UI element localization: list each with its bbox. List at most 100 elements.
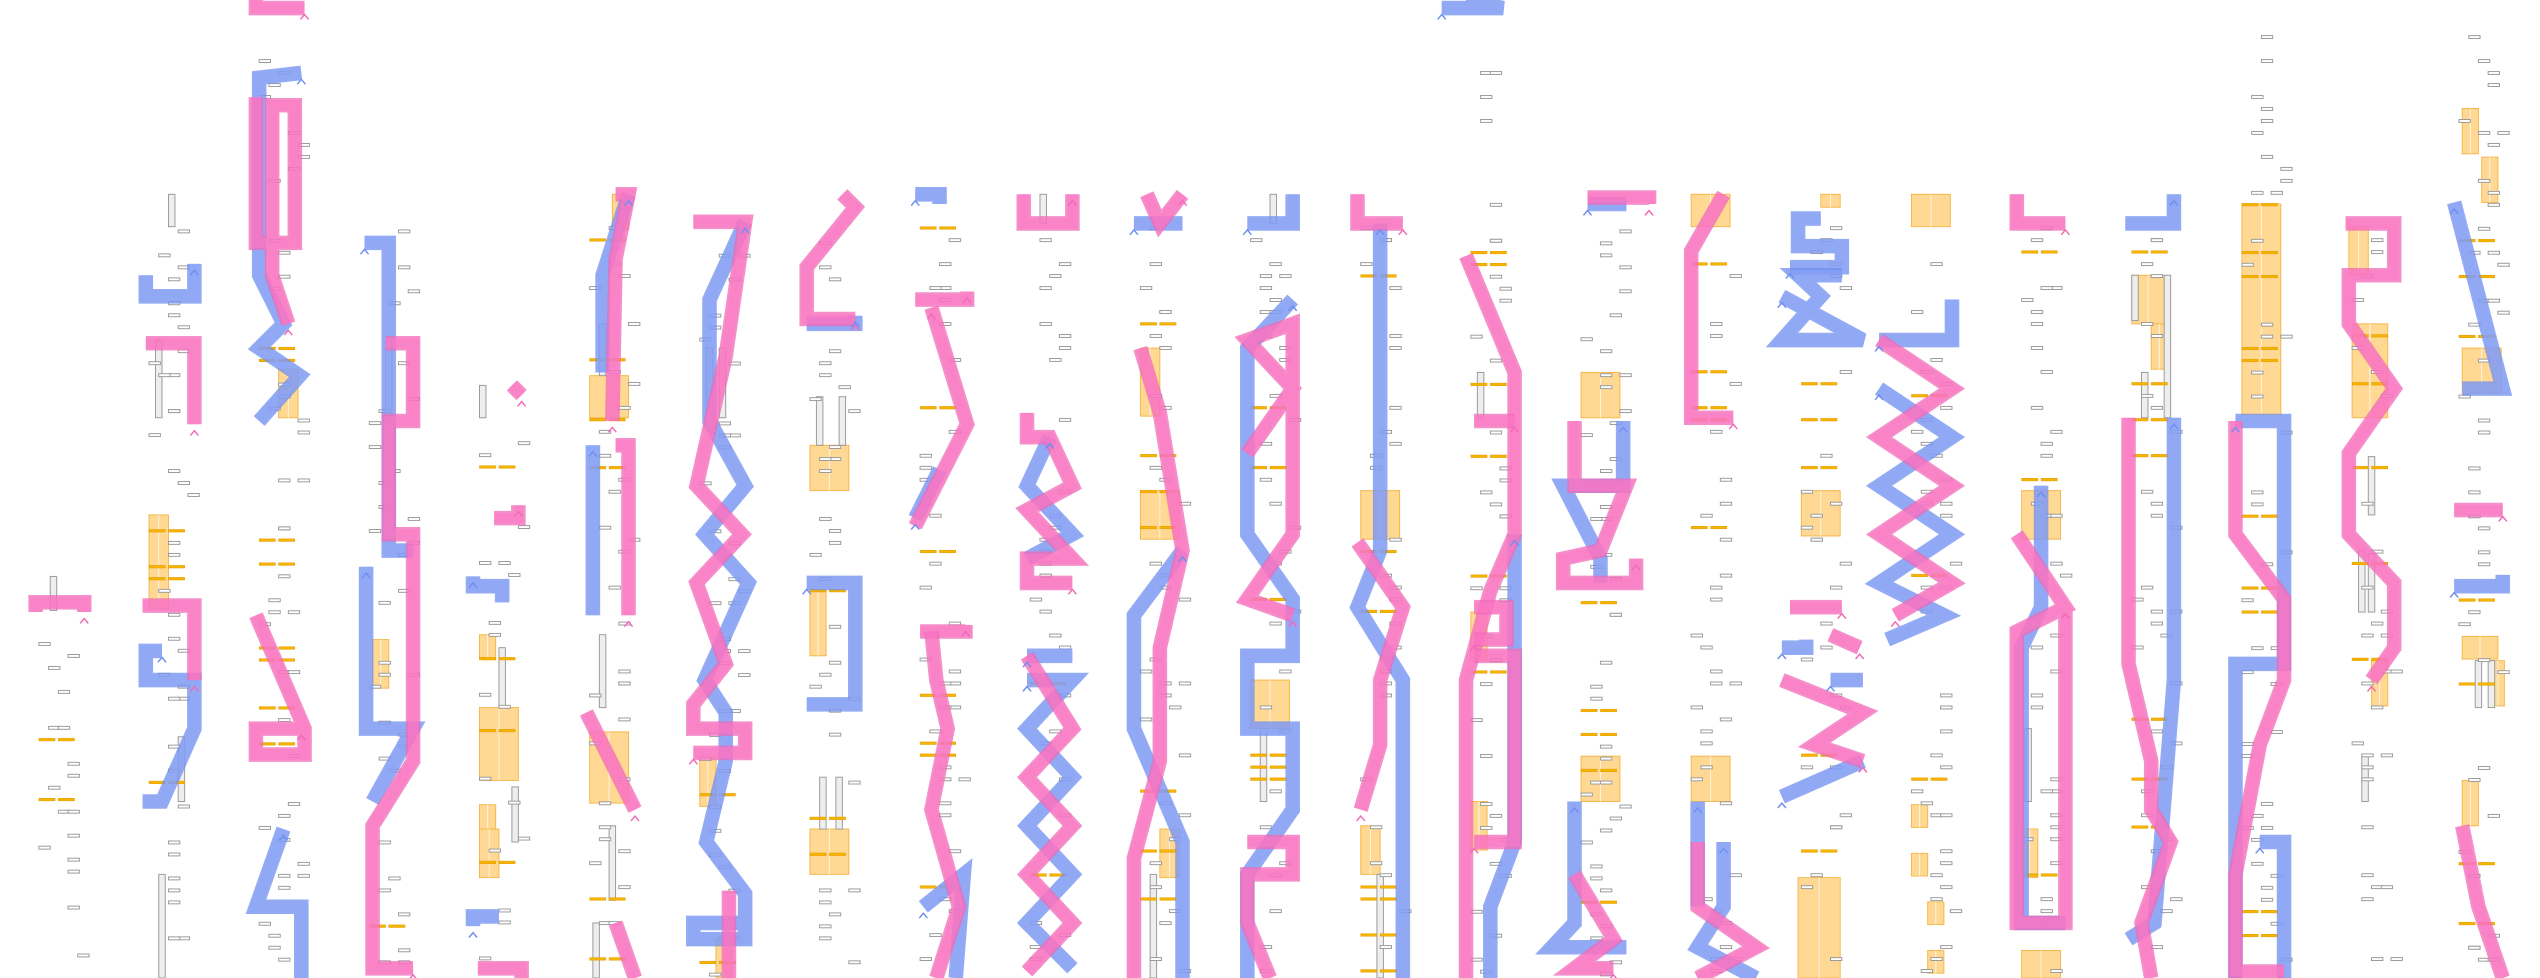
gray-pad <box>2251 238 2264 243</box>
gray-pad <box>1269 789 1282 794</box>
pink-trace <box>926 630 965 978</box>
orange-dash <box>2261 514 2278 518</box>
gray-pad <box>1149 957 1162 961</box>
gray-pad <box>628 322 641 326</box>
gray-pad <box>2371 238 2384 243</box>
gray-pad <box>2477 430 2491 435</box>
gray-pad <box>828 732 842 737</box>
orange-dash <box>58 738 75 742</box>
gray-pad <box>1489 430 1503 435</box>
gray-pad <box>1259 705 1273 710</box>
gray-pad <box>1389 405 1402 410</box>
gray-pad <box>628 381 641 386</box>
gray-pad <box>819 900 832 905</box>
gray-pad <box>158 373 171 378</box>
orange-dash <box>1690 525 1708 530</box>
gray-pad <box>268 933 281 938</box>
orange-dash <box>919 406 937 410</box>
gray-pad <box>1719 801 1733 806</box>
orange-dash <box>2241 514 2259 518</box>
gray-pad <box>618 681 631 686</box>
gray-pad <box>1719 501 1733 506</box>
gray-pad <box>1580 840 1593 845</box>
gray-pad <box>1590 876 1603 881</box>
pink-trace <box>142 600 200 681</box>
gray-pad <box>517 525 531 529</box>
orange-dash <box>589 418 607 422</box>
gray-pad <box>1489 71 1503 75</box>
gray-pad <box>1269 501 1282 506</box>
gray-pad <box>1609 313 1623 318</box>
orange-dash <box>2150 418 2168 422</box>
caret-icon <box>1858 766 1868 773</box>
pink-trace <box>2343 218 2401 684</box>
gray-pad <box>2260 154 2274 159</box>
gray-pad <box>589 693 602 698</box>
gray-pad <box>278 574 291 579</box>
caret-icon <box>1777 301 1787 309</box>
gray-pad <box>297 478 310 483</box>
caret-icon <box>1693 806 1703 814</box>
pink-trace <box>1019 652 1080 976</box>
gray-pad <box>167 469 181 473</box>
gray-column <box>2163 274 2172 419</box>
gray-pad <box>2150 729 2164 734</box>
gray-pad <box>2497 130 2510 135</box>
gray-pad <box>929 561 942 566</box>
gray-pad <box>1940 885 1953 890</box>
orange-dash <box>2458 598 2476 602</box>
gray-pad <box>368 528 382 533</box>
gray-pad <box>1920 801 1934 806</box>
gray-pad <box>297 418 310 423</box>
gray-pad <box>479 561 492 565</box>
caret-icon <box>1509 539 1520 547</box>
orange-dash <box>498 465 516 469</box>
gray-pad <box>1590 684 1603 689</box>
gray-pad <box>278 813 291 818</box>
gray-pad <box>1480 825 1493 830</box>
pink-trace <box>1587 192 1655 205</box>
gray-pad <box>1599 756 1613 761</box>
gray-pad <box>278 873 291 878</box>
orange-dash <box>1490 670 1507 674</box>
caret-icon <box>2255 847 2265 854</box>
orange-dash <box>1470 251 1488 255</box>
orange-dash <box>2458 682 2476 686</box>
gray-pad <box>2468 945 2481 950</box>
gray-pad <box>809 397 822 402</box>
gray-pad <box>1820 645 1833 650</box>
gray-pad <box>167 409 181 414</box>
orange-dash <box>498 729 516 733</box>
orange-dash <box>1140 490 1157 494</box>
gray-pad <box>1940 501 1953 506</box>
caret-icon <box>1644 209 1654 216</box>
gray-pad <box>1599 828 1613 833</box>
gray-pad <box>709 972 722 977</box>
gray-pad <box>2380 885 2394 890</box>
gray-pad <box>2487 71 2500 75</box>
orange-dash <box>939 406 956 410</box>
gray-pad <box>819 265 832 270</box>
gray-pad <box>828 660 842 665</box>
gray-pad <box>57 725 71 730</box>
gray-pad <box>2030 322 2044 326</box>
caret-icon <box>1242 228 1252 236</box>
gray-pad <box>2487 298 2500 303</box>
gray-pad <box>1940 861 1953 866</box>
gray-pad <box>2487 142 2500 147</box>
gray-pad <box>1619 804 1632 809</box>
orange-dash <box>1490 382 1507 386</box>
gray-pad <box>258 59 272 63</box>
orange-dash <box>1911 777 1928 781</box>
gray-pad <box>1700 729 1713 734</box>
pink-trace <box>1128 346 1188 978</box>
gray-pad <box>2497 262 2510 267</box>
orange-dash <box>1140 525 1157 530</box>
orange-dash <box>1250 777 1268 781</box>
gray-pad <box>488 620 502 625</box>
gray-pad <box>167 277 181 282</box>
gray-pad <box>2150 334 2164 338</box>
orange-dash <box>1470 574 1488 578</box>
blue-trace <box>1242 295 1298 978</box>
gray-pad <box>398 912 411 917</box>
